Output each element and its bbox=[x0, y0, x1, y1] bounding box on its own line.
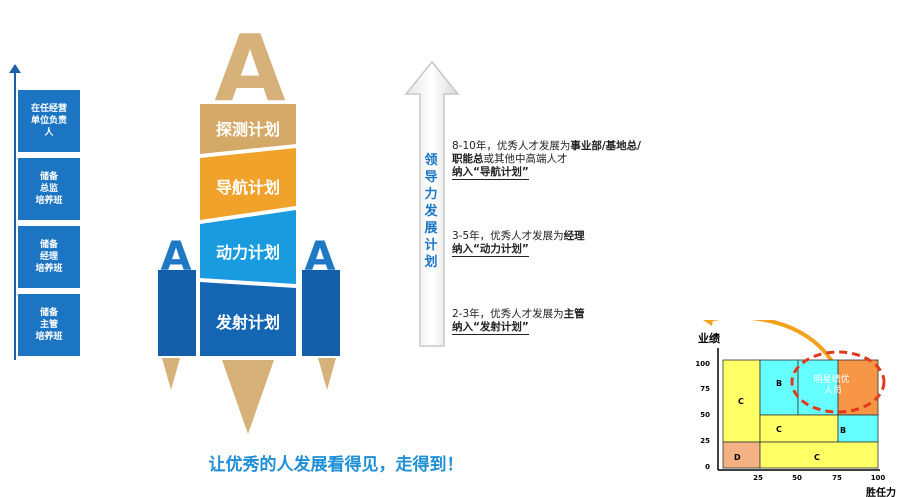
desc-navigate: 8-10年，优秀人才发展为事业部/基地总/ 职能总或其他中高端人才 纳入“导航计… bbox=[452, 140, 641, 180]
cell-b-mid-label: B bbox=[840, 426, 846, 435]
desc-launch-plan: 纳入“发射计划” bbox=[452, 321, 529, 335]
cell-b-top-label: B bbox=[776, 379, 782, 388]
desc-navigate-tail: 或其他中高端人才 bbox=[483, 153, 568, 165]
rocket-booster-left bbox=[158, 270, 196, 356]
y-tick-100: 100 bbox=[695, 360, 710, 368]
cell-c-bot-label: C bbox=[814, 453, 820, 462]
ladder-item-unit-head: 在任经营 单位负责 人 bbox=[18, 90, 80, 152]
stage-explore-label: 探测计划 bbox=[216, 120, 280, 139]
rocket-booster-right bbox=[302, 270, 340, 356]
cell-d bbox=[722, 441, 761, 469]
y-tick-0: 0 bbox=[705, 463, 710, 471]
highlight-circle bbox=[790, 350, 886, 414]
desc-launch: 2-3年，优秀人才发展为主管 纳入“发射计划” bbox=[452, 308, 585, 335]
cell-c-top bbox=[722, 359, 761, 443]
cell-b-mid bbox=[837, 414, 879, 443]
cell-star bbox=[837, 359, 879, 416]
desc-power-role: 经理 bbox=[563, 230, 585, 242]
cell-c-bot bbox=[759, 441, 879, 469]
x-tick-75: 75 bbox=[832, 474, 842, 482]
desc-launch-lead: 2-3年，优秀人才发展为 bbox=[452, 308, 564, 320]
growth-arrow-icon bbox=[404, 60, 460, 347]
stage-power-label: 动力计划 bbox=[216, 243, 280, 262]
talent-matrix: 业绩 100 75 50 25 0 C B C B D C 明星绩优 人员 25… bbox=[695, 320, 896, 497]
ladder-axis bbox=[14, 70, 16, 360]
flame-left bbox=[162, 358, 180, 390]
ladder-item-director-class: 储备 总监 培养班 bbox=[18, 158, 80, 220]
cell-c-top-label: C bbox=[738, 397, 744, 406]
cell-c-mid bbox=[759, 414, 839, 443]
cell-b-top bbox=[759, 359, 799, 416]
cell-c-mid-label: C bbox=[776, 425, 782, 434]
stage-explore bbox=[200, 104, 296, 154]
desc-navigate-plan: 纳入“导航计划” bbox=[452, 166, 529, 180]
flame-right bbox=[318, 358, 336, 390]
desc-launch-role: 主管 bbox=[563, 308, 585, 320]
cell-d-label: D bbox=[734, 453, 741, 462]
stage-navigate bbox=[200, 148, 296, 220]
y-tick-50: 50 bbox=[700, 411, 710, 419]
arrow-label: 领导力发展计划 bbox=[424, 153, 438, 270]
matrix-y-title: 业绩 bbox=[698, 331, 720, 345]
stage-launch-label: 发射计划 bbox=[215, 313, 280, 332]
desc-power-lead: 3-5年，优秀人才发展为 bbox=[452, 230, 564, 242]
ladder-item-manager-class: 储备 经理 培养班 bbox=[18, 226, 80, 288]
flame-main bbox=[222, 360, 274, 434]
curve-arrow bbox=[708, 320, 840, 373]
star-label: 明星绩优 人员 bbox=[814, 373, 853, 396]
desc-navigate-role2: 职能总 bbox=[452, 153, 484, 165]
desc-navigate-lead: 8-10年，优秀人才发展为 bbox=[452, 140, 571, 152]
y-tick-25: 25 bbox=[700, 437, 710, 445]
stage-launch bbox=[200, 282, 296, 356]
ladder-arrow-icon bbox=[9, 64, 21, 73]
ladder-item-supervisor-class: 储备 主管 培养班 bbox=[18, 294, 80, 356]
x-tick-25: 25 bbox=[753, 474, 763, 482]
x-tick-50: 50 bbox=[792, 474, 802, 482]
x-tick-100: 100 bbox=[871, 474, 886, 482]
desc-power-plan: 纳入“动力计划” bbox=[452, 243, 529, 257]
stage-power bbox=[200, 210, 296, 284]
rocket-diagram: A A A 探测计划 导航计划 动力计划 发射计划 bbox=[158, 15, 340, 434]
stage-navigate-label: 导航计划 bbox=[216, 178, 280, 197]
y-tick-75: 75 bbox=[700, 385, 710, 393]
matrix-x-title: 胜任力 bbox=[865, 486, 896, 497]
desc-power: 3-5年，优秀人才发展为经理 纳入“动力计划” bbox=[452, 230, 585, 257]
desc-navigate-role: 事业部/基地总/ bbox=[570, 140, 642, 152]
slogan: 让优秀的人发展看得见，走得到！ bbox=[208, 455, 464, 475]
curve-arrow-head-icon bbox=[703, 320, 713, 326]
